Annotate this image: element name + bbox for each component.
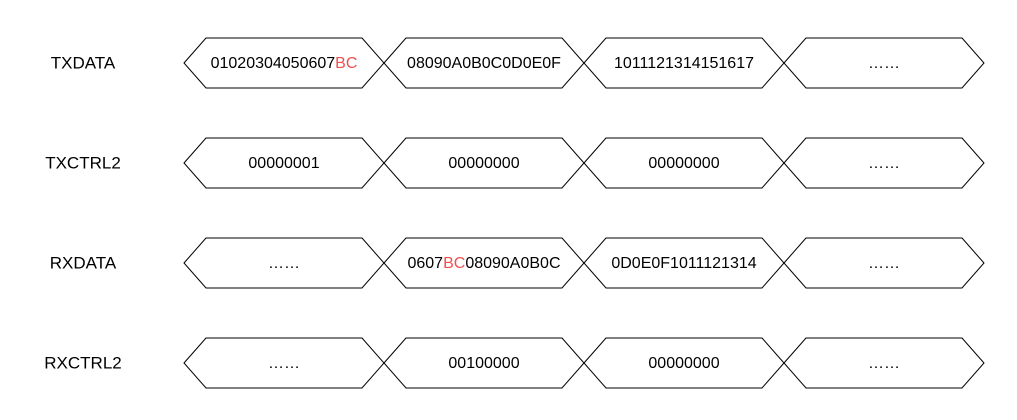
- data-segment-value: 00000000: [648, 155, 719, 172]
- segment-text-part: 0D0E0F1011121314: [611, 255, 756, 272]
- data-segment-value: ……: [868, 155, 900, 172]
- data-segment-value: 1011121314151617: [614, 55, 754, 72]
- highlighted-byte: BC: [443, 255, 465, 272]
- signal-row-rxctrl2: RXCTRL2 …… 00100000 00000000 ……: [44, 337, 985, 389]
- data-segment-value: ……: [868, 55, 900, 72]
- data-segment-shape: [783, 137, 985, 189]
- signal-label: RXDATA: [50, 254, 117, 273]
- data-segment-value: 0607BC08090A0B0C: [407, 255, 560, 272]
- data-segment-value: 08090A0B0C0D0E0F: [407, 55, 561, 72]
- signal-row-rxdata: RXDATA …… 0607BC08090A0B0C 0D0E0F1011121314…: [50, 237, 985, 289]
- data-segment-value: ……: [868, 355, 900, 372]
- segment-text-part: 08090A0B0C0D0E0F: [407, 55, 561, 72]
- segment-text-part: 00000000: [648, 155, 719, 172]
- segment-text-part: ……: [268, 255, 300, 272]
- segment-text-part: ……: [868, 355, 900, 372]
- data-segment-value: 00000001: [248, 155, 319, 172]
- segment-text-part: ……: [868, 155, 900, 172]
- segment-text-part: 08090A0B0C: [465, 255, 560, 272]
- segment-text-part: ……: [868, 55, 900, 72]
- segment-text-part: 00100000: [448, 355, 519, 372]
- segment-text-part: ……: [868, 255, 900, 272]
- data-segment-value: ……: [268, 355, 300, 372]
- data-segment-shape: [783, 37, 985, 89]
- signal-label: TXDATA: [51, 54, 116, 73]
- data-segment-value: 00000000: [448, 155, 519, 172]
- data-segment-value: 00000000: [648, 355, 719, 372]
- data-segment-value: ……: [268, 255, 300, 272]
- data-segment-value: 01020304050607BC: [211, 55, 358, 72]
- data-segment-value: 0D0E0F1011121314: [611, 255, 756, 272]
- highlighted-byte: BC: [335, 55, 357, 72]
- data-segment-shape: [783, 237, 985, 289]
- data-segment-value: 00100000: [448, 355, 519, 372]
- signal-label: RXCTRL2: [44, 354, 121, 373]
- segment-text-part: 00000000: [448, 155, 519, 172]
- segment-text-part: 0607: [407, 255, 443, 272]
- data-segment-value: ……: [868, 255, 900, 272]
- segment-text-part: 00000001: [248, 155, 319, 172]
- segment-text-part: ……: [268, 355, 300, 372]
- segment-text-part: 00000000: [648, 355, 719, 372]
- signal-label: TXCTRL2: [45, 154, 121, 173]
- segment-text-part: 01020304050607: [211, 55, 336, 72]
- signal-row-txctrl2: TXCTRL2 00000001 00000000 00000000 ……: [45, 137, 985, 189]
- signal-row-txdata: TXDATA 01020304050607BC 08090A0B0C0D0E0F 10…: [51, 37, 985, 89]
- segment-text-part: 1011121314151617: [614, 55, 754, 72]
- data-segment-shape: [783, 337, 985, 389]
